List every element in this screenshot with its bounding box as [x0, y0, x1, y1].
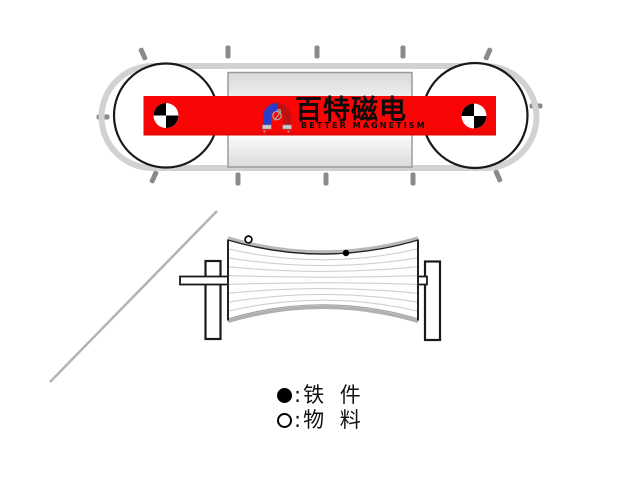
- mark-quadrant: [461, 103, 474, 116]
- magnet-right-leg: [277, 103, 291, 125]
- material-dot: [244, 235, 253, 244]
- feed-chute-line: [49, 210, 218, 383]
- right-stand: [423, 260, 442, 342]
- drum-surface-line: [227, 293, 419, 303]
- cleat: [493, 169, 503, 183]
- legend-row-material: : 物 料: [277, 408, 362, 433]
- cleat: [323, 172, 329, 186]
- brand-banner: [143, 96, 496, 136]
- left-shaft: [179, 275, 230, 286]
- cleat: [225, 45, 231, 59]
- banner-background: [143, 96, 496, 136]
- cleat: [410, 172, 416, 186]
- drum-bottom-inner-edge: [227, 304, 419, 320]
- left-stand: [204, 259, 222, 341]
- legend: : 铁 件 : 物 料: [277, 383, 362, 433]
- right-pulley-center-mark: [461, 103, 487, 129]
- drum-surface-line: [227, 288, 419, 294]
- legend-label-material: 物 料: [303, 408, 362, 432]
- drum-top-shade: [227, 236, 419, 254]
- drum-surface-line: [227, 299, 419, 312]
- brand-subtitle: BETTER MAGNETISM: [301, 121, 427, 130]
- cleat: [149, 170, 159, 184]
- drum-surface-line: [227, 266, 419, 272]
- mark-quadrant: [166, 115, 179, 128]
- mark-quadrant: [474, 116, 487, 129]
- magnet-inner-emblem: [272, 108, 282, 121]
- cleat: [400, 45, 406, 59]
- legend-separator: :: [294, 408, 302, 432]
- iron-piece-dot: [342, 249, 350, 257]
- drum-surface-lines: [227, 248, 419, 312]
- legend-row-iron: : 铁 件: [277, 383, 362, 408]
- magnetic-drum-assembly: [179, 235, 442, 342]
- open-circle-icon: [277, 413, 292, 428]
- drum-surface-line: [227, 282, 419, 285]
- conveyor-belt: [98, 63, 540, 171]
- conveyor-assembly: [96, 45, 543, 186]
- drum-body: [228, 240, 418, 320]
- cleat: [483, 47, 493, 61]
- legend-label-iron: 铁 件: [303, 383, 362, 407]
- magnet-left-leg: [263, 103, 277, 125]
- drum-surface-line: [227, 275, 419, 278]
- magnet-speck: [287, 130, 290, 133]
- belt-cleats: [96, 45, 543, 186]
- cleat: [235, 172, 241, 186]
- magnet-right-tip: [282, 124, 292, 130]
- magnet-speck: [263, 130, 266, 133]
- cleat: [138, 47, 148, 61]
- cleat: [314, 45, 320, 59]
- drum-surface-line: [227, 257, 419, 267]
- banner-bottom-shade: [143, 132, 496, 136]
- brand-title: 百特磁电: [295, 95, 407, 126]
- drum-bottom-shade: [227, 305, 419, 323]
- drum-top-edge: [227, 239, 419, 255]
- left-pulley-center-mark: [153, 103, 179, 128]
- filled-circle-icon: [277, 388, 292, 403]
- drum-surface-line: [227, 248, 419, 261]
- magnet-logo-icon: [262, 103, 292, 133]
- legend-separator: :: [294, 383, 302, 407]
- magnet-left-tip: [262, 124, 272, 130]
- mark-quadrant: [153, 103, 166, 116]
